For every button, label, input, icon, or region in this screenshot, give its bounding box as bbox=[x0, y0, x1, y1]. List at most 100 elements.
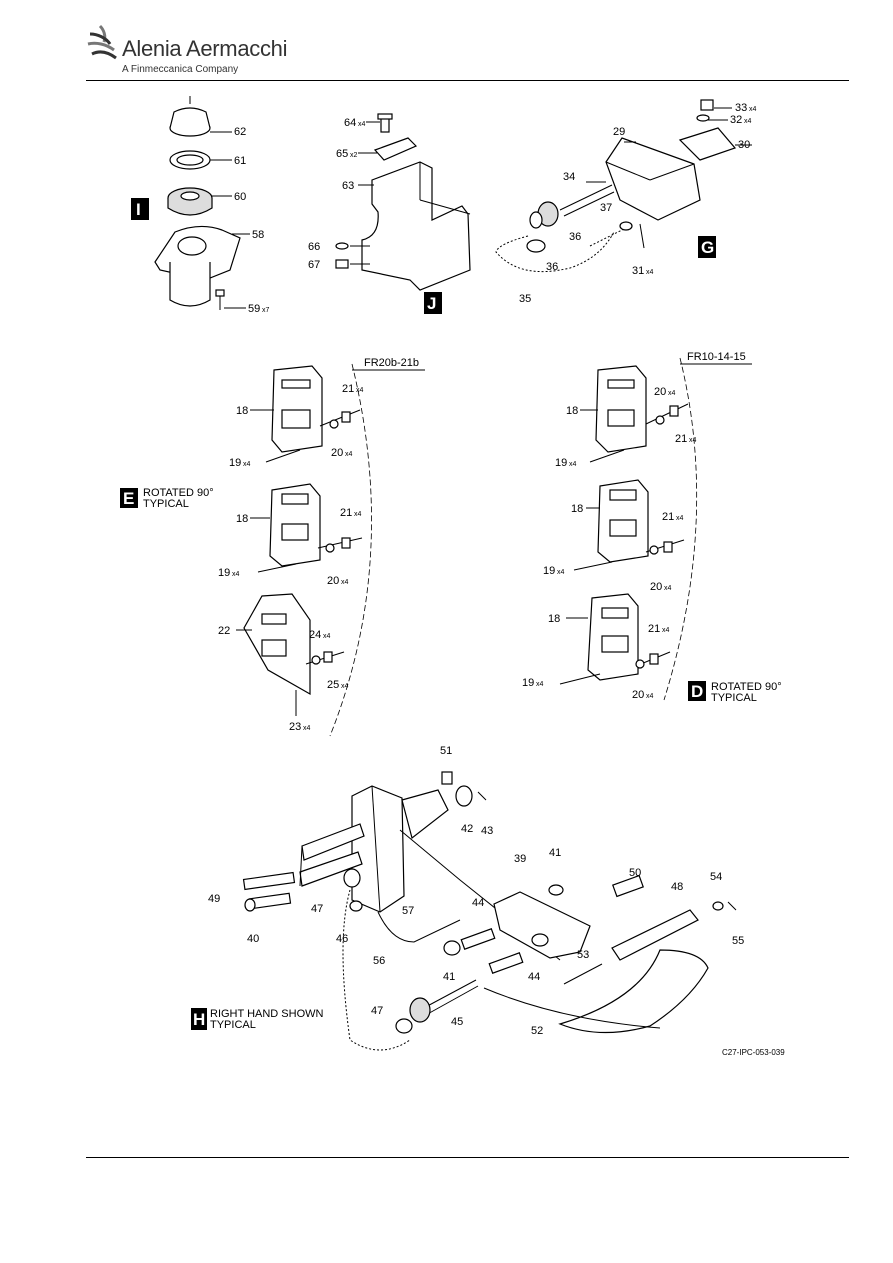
e-qty-19a: x4 bbox=[243, 461, 251, 468]
d-qty-19b: x4 bbox=[557, 569, 565, 576]
d-callout-18a: 18 bbox=[566, 405, 578, 417]
callout-60: 60 bbox=[234, 191, 246, 203]
view-j-badge bbox=[424, 292, 442, 314]
qty-64: x4 bbox=[358, 121, 366, 128]
h-callout-55: 55 bbox=[732, 935, 744, 947]
d-callout-21c: 21 bbox=[648, 623, 660, 635]
d-qty-20b: x4 bbox=[664, 585, 672, 592]
e-callout-22: 22 bbox=[218, 625, 230, 637]
d-callout-18c: 18 bbox=[548, 613, 560, 625]
e-qty-20b: x4 bbox=[341, 579, 349, 586]
callout-32: 32 bbox=[730, 114, 742, 126]
e-callout-23: 23 bbox=[289, 721, 301, 733]
callout-36b: 36 bbox=[546, 261, 558, 273]
e-callout-18a: 18 bbox=[236, 405, 248, 417]
d-callout-19a: 19 bbox=[555, 457, 567, 469]
view-i-letter: I bbox=[136, 200, 141, 219]
h-callout-40: 40 bbox=[247, 933, 259, 945]
d-callout-19b: 19 bbox=[543, 565, 555, 577]
h-callout-49: 49 bbox=[208, 893, 220, 905]
callout-31: 31 bbox=[632, 265, 644, 277]
callout-29: 29 bbox=[613, 126, 625, 138]
h-callout-54: 54 bbox=[710, 871, 722, 883]
d-callout-19c: 19 bbox=[522, 677, 534, 689]
e-callout-20a: 20 bbox=[331, 447, 343, 459]
view-e-caption-2: TYPICAL bbox=[143, 498, 189, 510]
view-g-badge bbox=[698, 236, 716, 258]
h-callout-41a: 41 bbox=[549, 847, 561, 859]
callout-62: 62 bbox=[234, 126, 246, 138]
h-callout-48: 48 bbox=[671, 881, 683, 893]
company-logo: Alenia Aermacchi A Finmeccanica Company bbox=[86, 22, 288, 82]
h-callout-56: 56 bbox=[373, 955, 385, 967]
view-e-badge bbox=[120, 488, 138, 508]
callout-36a: 36 bbox=[569, 231, 581, 243]
h-callout-45: 45 bbox=[451, 1016, 463, 1028]
callout-67: 67 bbox=[308, 259, 320, 271]
view-d-assembly bbox=[559, 357, 752, 701]
d-callout-20a: 20 bbox=[654, 386, 666, 398]
qty-33: x4 bbox=[749, 106, 757, 113]
d-qty-20c: x4 bbox=[646, 693, 654, 700]
e-callout-21b: 21 bbox=[340, 507, 352, 519]
h-callout-42: 42 bbox=[461, 823, 473, 835]
view-d-badge bbox=[688, 681, 706, 701]
view-i-badge bbox=[131, 198, 149, 220]
footer-rule bbox=[86, 1157, 849, 1158]
view-h-assembly bbox=[242, 771, 737, 1051]
view-j-assembly bbox=[335, 113, 471, 291]
header-rule bbox=[86, 80, 849, 81]
callout-35: 35 bbox=[519, 293, 531, 305]
e-qty-20a: x4 bbox=[345, 451, 353, 458]
view-d-letter: D bbox=[691, 682, 703, 701]
view-h-badge bbox=[191, 1008, 207, 1030]
view-g-letter: G bbox=[701, 238, 714, 257]
d-qty-19a: x4 bbox=[569, 461, 577, 468]
brand-name: Alenia Aermacchi bbox=[122, 36, 288, 61]
view-h-caption-1: RIGHT HAND SHOWN bbox=[210, 1008, 324, 1020]
view-h-letter: H bbox=[193, 1010, 205, 1029]
d-qty-20a: x4 bbox=[668, 390, 676, 397]
d-callout-21b: 21 bbox=[662, 511, 674, 523]
callout-58: 58 bbox=[252, 229, 264, 241]
view-d-caption-1: ROTATED 90° bbox=[711, 681, 782, 693]
e-qty-23: x4 bbox=[303, 725, 311, 732]
view-i-assembly bbox=[154, 96, 250, 310]
d-frame-label: FR10-14-15 bbox=[687, 351, 746, 363]
h-callout-47a: 47 bbox=[311, 903, 323, 915]
h-callout-51: 51 bbox=[440, 745, 452, 757]
h-callout-44b: 44 bbox=[528, 971, 540, 983]
d-qty-21a: x4 bbox=[689, 437, 697, 444]
h-callout-44a: 44 bbox=[472, 897, 484, 909]
logo-swoosh-icon bbox=[87, 24, 117, 60]
h-callout-43: 43 bbox=[481, 825, 493, 837]
view-h-caption-2: TYPICAL bbox=[210, 1019, 256, 1031]
h-callout-52: 52 bbox=[531, 1025, 543, 1037]
e-qty-25: x4 bbox=[341, 683, 349, 690]
h-callout-41b: 41 bbox=[443, 971, 455, 983]
e-qty-21b: x4 bbox=[354, 511, 362, 518]
e-frame-label: FR20b-21b bbox=[364, 357, 419, 369]
h-callout-39: 39 bbox=[514, 853, 526, 865]
e-callout-20b: 20 bbox=[327, 575, 339, 587]
d-qty-21b: x4 bbox=[676, 515, 684, 522]
callout-61: 61 bbox=[234, 155, 246, 167]
e-qty-21a: x4 bbox=[356, 387, 364, 394]
h-callout-50: 50 bbox=[629, 867, 641, 879]
d-callout-20c: 20 bbox=[632, 689, 644, 701]
callout-64: 64 bbox=[344, 117, 356, 129]
callout-33: 33 bbox=[735, 102, 747, 114]
callout-59: 59 bbox=[248, 303, 260, 315]
view-j-letter: J bbox=[427, 294, 436, 313]
view-g-assembly bbox=[495, 99, 752, 273]
callout-65: 65 bbox=[336, 148, 348, 160]
d-callout-20b: 20 bbox=[650, 581, 662, 593]
callout-34: 34 bbox=[563, 171, 575, 183]
e-callout-24: 24 bbox=[309, 629, 321, 641]
drawing-reference: C27-IPC-053-039 bbox=[722, 1048, 785, 1057]
qty-59: x7 bbox=[262, 307, 270, 314]
e-callout-18b: 18 bbox=[236, 513, 248, 525]
view-e-assembly bbox=[236, 363, 425, 737]
h-callout-57: 57 bbox=[402, 905, 414, 917]
